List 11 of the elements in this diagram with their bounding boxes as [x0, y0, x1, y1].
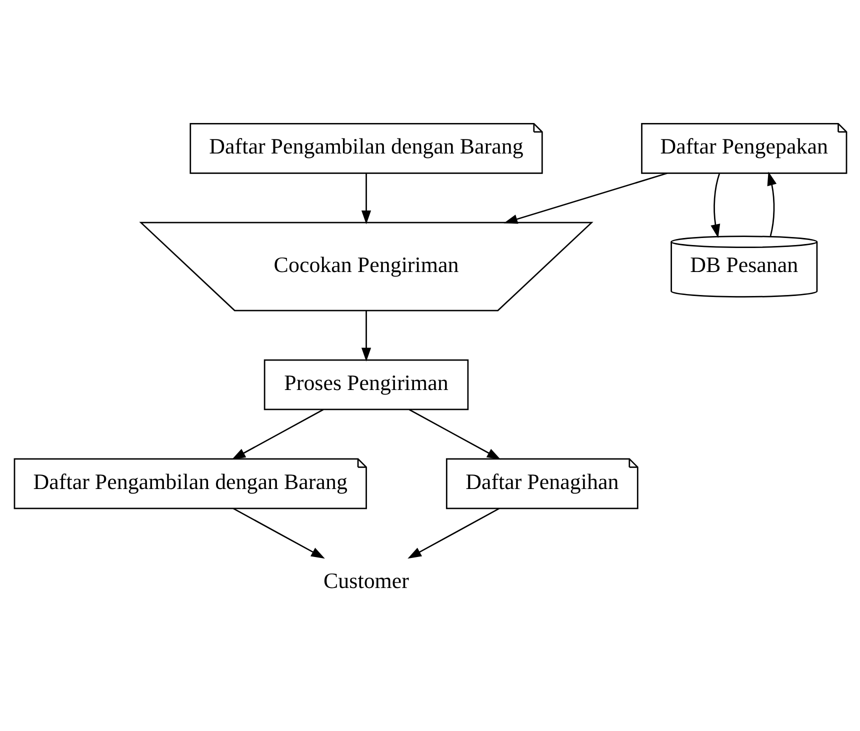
node-box: Proses Pengiriman	[263, 359, 468, 410]
arrow	[408, 409, 500, 460]
arrow	[766, 172, 776, 236]
arrow	[710, 173, 720, 238]
arrow	[360, 310, 371, 362]
node-text: Customer	[323, 568, 408, 593]
arrow	[360, 174, 371, 224]
arrow	[407, 508, 499, 559]
arrow	[231, 409, 324, 460]
arrow	[503, 172, 667, 224]
arrow	[232, 508, 324, 559]
